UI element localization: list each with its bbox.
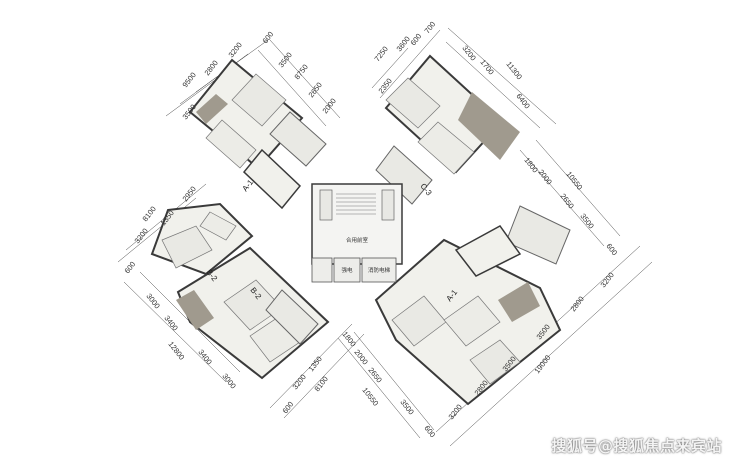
- dim-label: 1800: [340, 330, 357, 349]
- wing-west: [150, 202, 254, 276]
- dim-label: 600: [280, 400, 295, 415]
- core-hall-label: 合用前室: [346, 236, 369, 244]
- dimension-lines: [117, 27, 653, 447]
- dim-label: 2950: [180, 185, 197, 204]
- dim-label: 600: [260, 30, 275, 45]
- dim-label: 3500: [276, 51, 293, 70]
- dim-label: 2800: [568, 295, 585, 314]
- dim-label: 700: [422, 20, 437, 35]
- dim-label: 600: [408, 32, 423, 47]
- dim-label: 600: [604, 242, 619, 257]
- dim-label: 19000: [532, 353, 552, 375]
- dim-label: 3400: [196, 348, 213, 367]
- dim-label: 3200: [460, 44, 477, 63]
- dim-label: 3500: [578, 212, 595, 231]
- dim-label: 3200: [132, 227, 149, 246]
- dim-label: 2350: [376, 77, 393, 96]
- dim-label: 3600: [394, 35, 411, 54]
- dim-label: 1350: [306, 355, 323, 374]
- dim-label: 9500: [180, 71, 197, 90]
- dim-label: 2650: [558, 192, 575, 211]
- dim-label: 10550: [360, 386, 380, 408]
- dim-label: 8100: [312, 375, 329, 394]
- core-room-label: 消防电梯: [368, 266, 391, 274]
- dim-label: 3400: [162, 314, 179, 333]
- dim-label: 8100: [140, 205, 157, 224]
- wing-northeast: [375, 54, 520, 205]
- dim-label: 10550: [564, 170, 584, 192]
- dim-label: 6400: [514, 92, 531, 111]
- dim-label: 3500: [398, 398, 415, 417]
- dim-label: 3200: [598, 271, 615, 290]
- dim-label: 2000: [352, 348, 369, 367]
- dim-label: 2650: [366, 366, 383, 385]
- dim-label: 3200: [446, 403, 463, 422]
- dim-label: 3200: [290, 373, 307, 392]
- dim-label: 11300: [504, 60, 524, 82]
- dim-label: 12800: [166, 340, 186, 362]
- wing-northwest: [188, 58, 327, 210]
- dim-label: 2800: [202, 59, 219, 78]
- dim-label: 7250: [372, 45, 389, 64]
- dim-label: 8750: [292, 63, 309, 82]
- wing-southeast: [374, 205, 571, 406]
- dim-label: 2000: [536, 168, 553, 187]
- dim-label: 3000: [144, 292, 161, 311]
- wing-southwest: [176, 246, 330, 380]
- dim-label: 600: [422, 424, 437, 439]
- dim-label: 600: [122, 260, 137, 275]
- watermark: 搜狐号@搜狐焦点来宾站: [551, 437, 722, 455]
- dim-label: 3200: [226, 41, 243, 60]
- central-core: [311, 183, 403, 283]
- dim-label: 1700: [478, 58, 495, 77]
- core-room-label: 强电: [341, 266, 353, 274]
- dim-label: 3000: [220, 372, 237, 391]
